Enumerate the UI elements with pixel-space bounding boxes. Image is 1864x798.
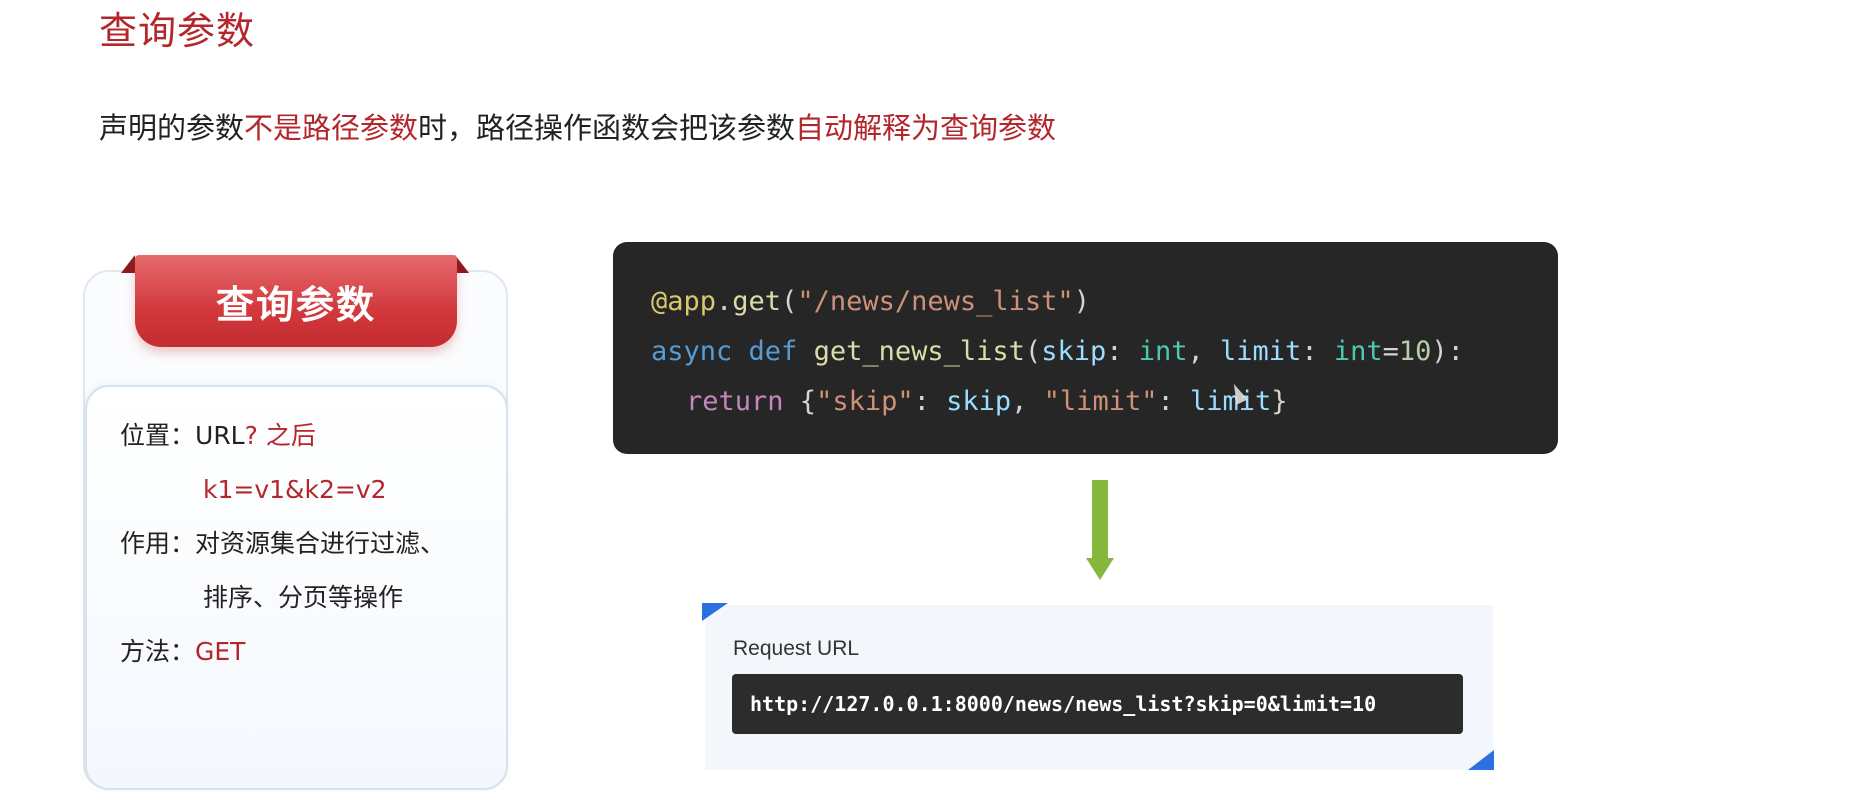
description-part-3: 时，路径操作函数会把该参数 bbox=[418, 111, 796, 145]
code-brace-open: { bbox=[783, 386, 817, 417]
code-paren-close: ): bbox=[1431, 336, 1464, 367]
code-method: get bbox=[732, 286, 782, 317]
code-keyword-async: async bbox=[651, 336, 733, 367]
purpose-value-2: 排序、分页等操作 bbox=[203, 583, 404, 612]
code-keyword-def: def bbox=[748, 336, 798, 367]
request-url-box[interactable]: http://127.0.0.1:8000/news/news_list?ski… bbox=[732, 674, 1463, 734]
purpose-value-1: 对资源集合进行过滤、 bbox=[195, 529, 446, 558]
code-equals: = bbox=[1382, 336, 1399, 367]
method-row: 方法：GET bbox=[120, 634, 245, 670]
code-key-limit: "limit" bbox=[1043, 386, 1158, 417]
code-default-value: 10 bbox=[1398, 336, 1432, 367]
code-type-int: int bbox=[1333, 336, 1383, 367]
request-url-label: Request URL bbox=[733, 637, 860, 660]
page-title: 查询参数 bbox=[99, 9, 256, 53]
request-url-value[interactable]: http://127.0.0.1:8000/news/news_list?ski… bbox=[750, 692, 1377, 716]
corner-accent-top-left bbox=[702, 603, 728, 621]
ribbon-fold-left bbox=[121, 255, 135, 273]
code-value-limit: limit bbox=[1189, 386, 1272, 417]
position-label: 位置： bbox=[120, 421, 196, 450]
purpose-row-2: 排序、分页等操作 bbox=[203, 580, 403, 616]
description: 声明的参数不是路径参数时，路径操作函数会把该参数自动解释为查询参数 bbox=[99, 106, 1056, 150]
code-param-skip: skip bbox=[1041, 336, 1107, 367]
code-colon: : bbox=[1157, 386, 1190, 417]
code-block: @app.get("/news/news_list") async def ge… bbox=[613, 242, 1558, 454]
position-row: 位置：URL? 之后 bbox=[120, 418, 316, 454]
description-highlight-2: 自动解释为查询参数 bbox=[795, 111, 1057, 145]
method-value: GET bbox=[195, 637, 246, 666]
code-key-skip: "skip" bbox=[816, 386, 914, 417]
code-paren-close: ) bbox=[1073, 286, 1090, 317]
method-label: 方法： bbox=[120, 637, 196, 666]
code-paren-open: ( bbox=[1024, 336, 1042, 367]
code-type-int: int bbox=[1138, 336, 1188, 367]
code-comma: , bbox=[1011, 386, 1044, 417]
corner-accent-bottom-right bbox=[1468, 750, 1494, 770]
code-line-3: return {"skip": skip, "limit": limit} bbox=[686, 377, 1288, 427]
position-example-row: k1=v1&k2=v2 bbox=[203, 472, 387, 508]
code-line-1: @app.get("/news/news_list") bbox=[651, 277, 1090, 327]
code-route-string: "/news/news_list" bbox=[797, 286, 1074, 317]
code-colon: : bbox=[1106, 336, 1139, 367]
code-dot: . bbox=[716, 286, 733, 317]
code-colon: : bbox=[1301, 336, 1334, 367]
code-colon: : bbox=[913, 386, 947, 417]
description-highlight-1: 不是路径参数 bbox=[244, 111, 419, 145]
code-line-2: async def get_news_list(skip: int, limit… bbox=[651, 327, 1464, 377]
code-brace-close: } bbox=[1271, 386, 1288, 417]
arrow-down-icon bbox=[1092, 480, 1108, 560]
code-function-name: get_news_list bbox=[813, 336, 1025, 367]
position-example: k1=v1&k2=v2 bbox=[203, 475, 387, 504]
purpose-label: 作用： bbox=[120, 529, 196, 558]
info-card-body bbox=[85, 385, 508, 790]
card-ribbon-title: 查询参数 bbox=[135, 255, 457, 347]
arrow-down-head-icon bbox=[1086, 558, 1114, 580]
code-comma: , bbox=[1187, 336, 1221, 367]
position-value-url: URL bbox=[195, 421, 245, 450]
ribbon-fold-right bbox=[455, 255, 469, 273]
purpose-row: 作用：对资源集合进行过滤、 bbox=[120, 526, 445, 562]
code-param-limit: limit bbox=[1220, 336, 1302, 367]
code-decorator: @app bbox=[651, 286, 717, 317]
position-value-after: ? 之后 bbox=[244, 421, 316, 450]
code-paren-open: ( bbox=[781, 286, 798, 317]
description-part-1: 声明的参数 bbox=[99, 111, 245, 145]
code-keyword-return: return bbox=[686, 386, 784, 417]
code-value-skip: skip bbox=[946, 386, 1012, 417]
